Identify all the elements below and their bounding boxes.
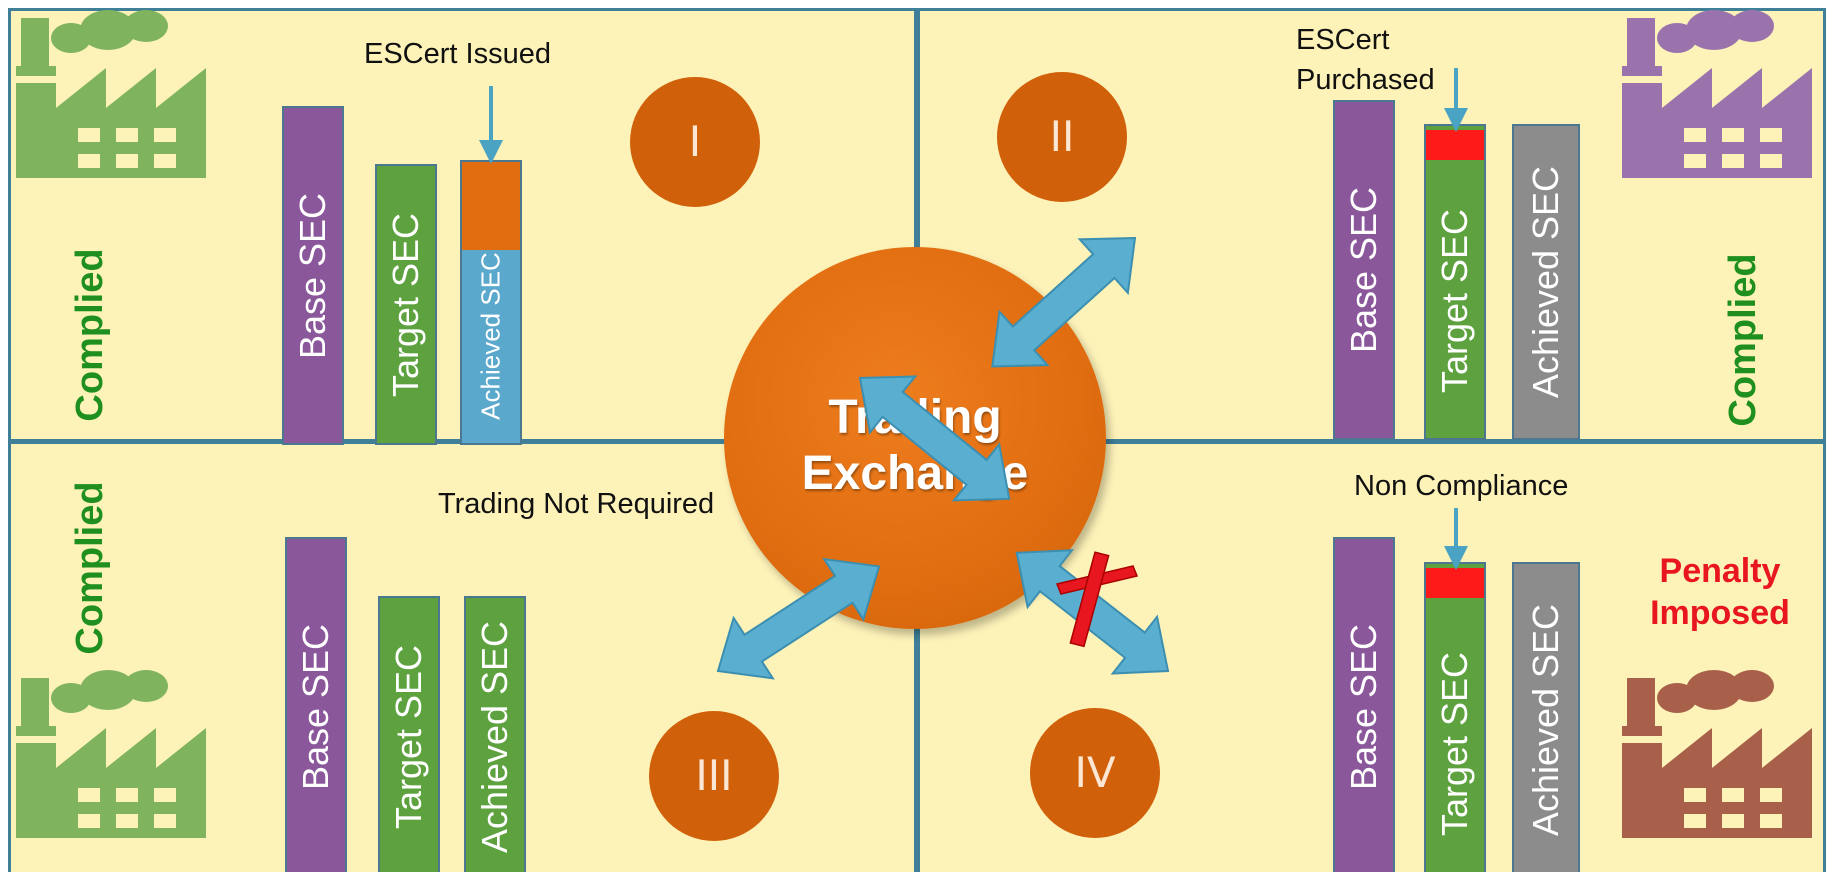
factory-icon-green xyxy=(16,10,206,178)
frame-top xyxy=(8,8,1826,11)
factory-icon-purple xyxy=(1622,10,1812,178)
exchange-arrow-q2 xyxy=(967,210,1161,395)
exchange-arrow-q3 xyxy=(697,535,900,703)
numeral-circle-1: I xyxy=(630,77,760,207)
note-escert-purchased-line1: ESCert xyxy=(1296,24,1390,56)
bar-target-sec-q3: Target SEC xyxy=(378,596,440,872)
blocked-cross-icon xyxy=(1055,551,1139,648)
note-trading-not-required: Trading Not Required xyxy=(438,488,715,520)
status-q4-line1: Penalty xyxy=(1659,552,1781,590)
factory-icon-green xyxy=(16,670,206,838)
escert-purchased-segment xyxy=(1426,130,1484,160)
bar-target-sec-q2: Target SEC xyxy=(1424,124,1486,440)
numeral-circle-4: IV xyxy=(1030,708,1160,838)
bar-achieved-sec-q2: Achieved SEC xyxy=(1512,124,1580,440)
note-escert-issued: ESCert Issued xyxy=(364,38,551,70)
exchange-arrow-q1 xyxy=(836,349,1033,528)
bar-achieved-sec-q4: Achieved SEC xyxy=(1512,562,1580,872)
factory-icon-brown xyxy=(1622,670,1812,838)
frame-right xyxy=(1823,8,1826,872)
numeral-circle-3: III xyxy=(649,711,779,841)
bar-target-sec-q4: Target SEC xyxy=(1424,562,1486,872)
bar-base-sec-q4: Base SEC xyxy=(1333,537,1395,872)
bar-achieved-sec-q3: Achieved SEC xyxy=(464,596,526,872)
bar-achieved-sec-q1: Achieved SEC xyxy=(460,160,522,445)
bar-base-sec-q2: Base SEC xyxy=(1333,100,1395,440)
escert-issued-segment xyxy=(462,162,520,250)
numeral-circle-2: II xyxy=(997,72,1127,202)
bar-target-sec-q1: Target SEC xyxy=(375,164,437,445)
bar-base-sec-q3: Base SEC xyxy=(285,537,347,872)
note-escert-purchased-line2: Purchased xyxy=(1296,64,1435,96)
note-non-compliance: Non Compliance xyxy=(1354,470,1569,502)
frame-left xyxy=(8,8,11,872)
status-q4-line2: Imposed xyxy=(1650,594,1790,632)
shortfall-segment xyxy=(1426,568,1484,598)
bar-base-sec-q1: Base SEC xyxy=(282,106,344,445)
